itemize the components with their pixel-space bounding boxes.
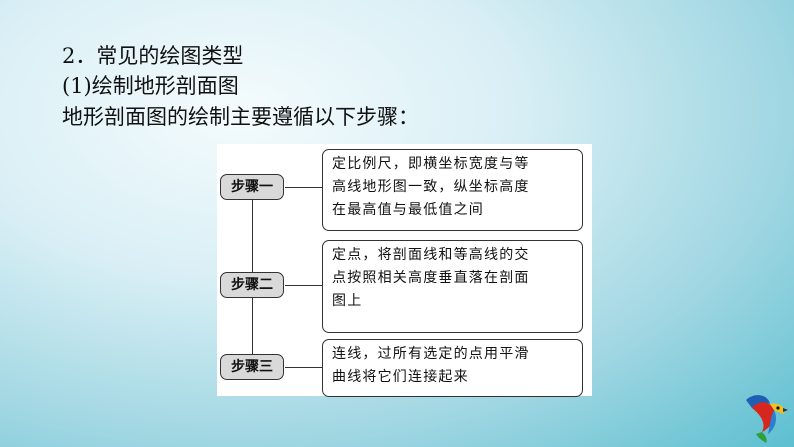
section-title: 2．常见的绘图类型 <box>62 44 244 68</box>
step-1-line-2: 高线地形图一致，纵坐标高度 <box>332 179 530 195</box>
step-2-line-2: 点按照相关高度垂直落在剖面 <box>332 270 530 286</box>
step-2-label: 步骤二 <box>220 272 284 298</box>
step-1-description: 定比例尺，即横坐标宽度与等 高线地形图一致，纵坐标高度 在最高值与最低值之间 <box>322 149 583 231</box>
step-2-description: 定点，将剖面线和等高线的交 点按照相关高度垂直落在剖面 图上 <box>322 240 583 333</box>
intro-text: 地形剖面图的绘制主要遵循以下步骤： <box>62 105 419 129</box>
step-3-label: 步骤三 <box>220 354 284 380</box>
step-3-line-2: 曲线将它们连接起来 <box>332 369 469 385</box>
step-2-line-3: 图上 <box>332 293 363 309</box>
step-2-connector <box>285 285 322 286</box>
step-2-line-1: 定点，将剖面线和等高线的交 <box>332 247 530 263</box>
step-3-description: 连线，过所有选定的点用平滑 曲线将它们连接起来 <box>322 339 583 397</box>
step-1-connector <box>285 187 322 188</box>
steps-diagram: 步骤一 定比例尺，即横坐标宽度与等 高线地形图一致，纵坐标高度 在最高值与最低值… <box>217 144 592 397</box>
step-1-line-3: 在最高值与最低值之间 <box>332 202 484 218</box>
step-1-line-1: 定比例尺，即横坐标宽度与等 <box>332 156 530 172</box>
step-3-line-1: 连线，过所有选定的点用平滑 <box>332 346 530 362</box>
parrot-icon <box>746 395 788 443</box>
subsection-title: (1)绘制地形剖面图 <box>62 74 239 98</box>
step-1-label: 步骤一 <box>220 174 284 200</box>
step-3-connector <box>285 367 322 368</box>
